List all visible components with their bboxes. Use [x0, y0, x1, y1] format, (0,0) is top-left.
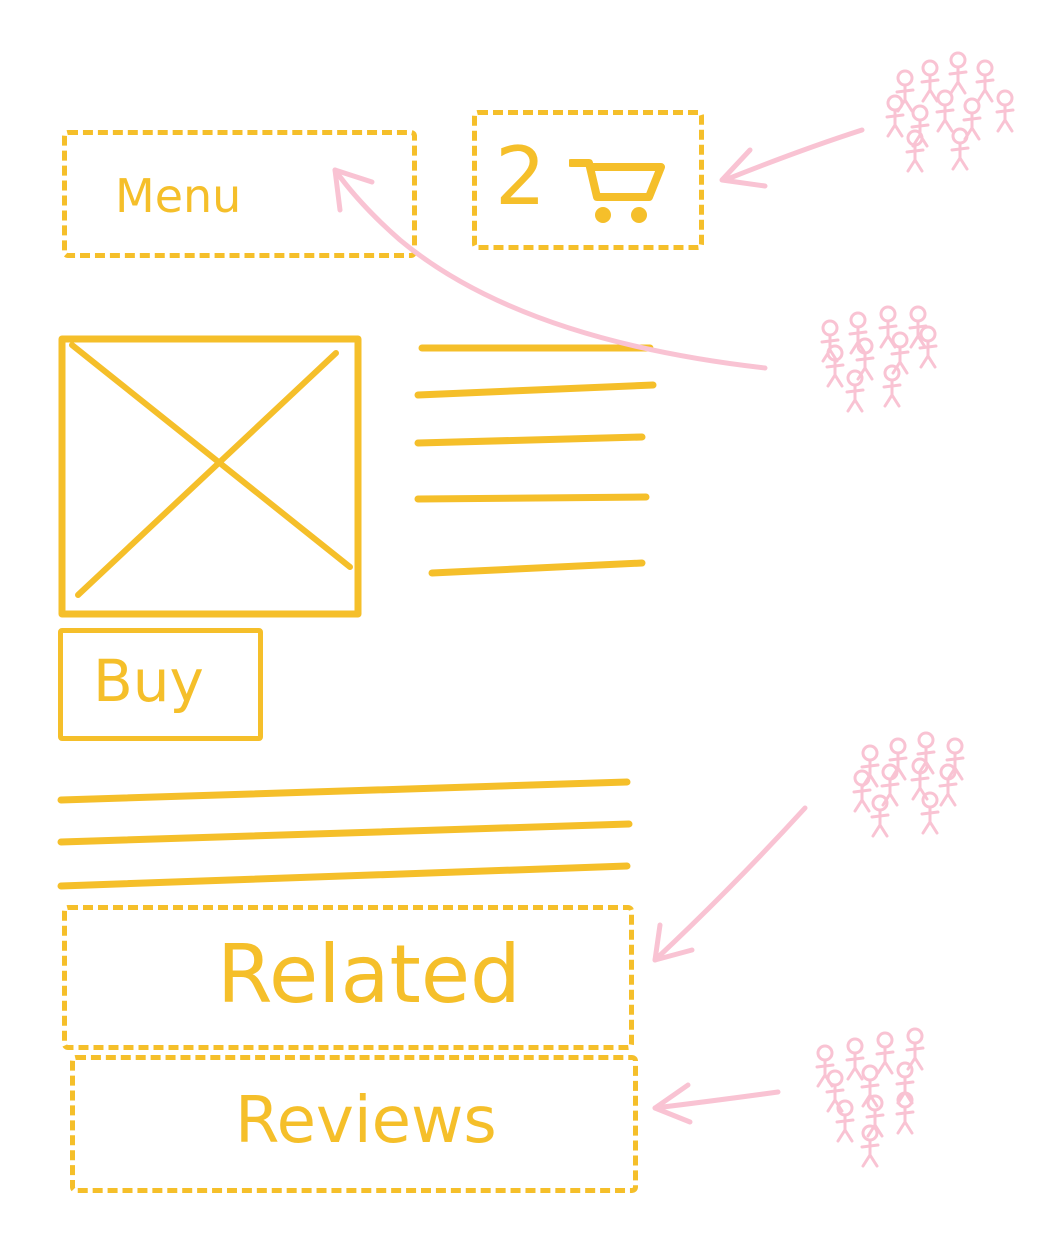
shopping-cart-icon: [569, 159, 665, 223]
buy-button[interactable]: Buy: [58, 628, 263, 741]
related-label: Related: [217, 928, 521, 1021]
description-line: [414, 433, 646, 447]
details-line: [57, 862, 631, 890]
details-line: [57, 778, 631, 804]
reviews-section[interactable]: Reviews: [70, 1055, 638, 1193]
menu-label: Menu: [115, 169, 242, 223]
arrow-to-reviews-icon: [652, 1082, 781, 1125]
image-placeholder-icon: [58, 335, 362, 618]
menu-button[interactable]: Menu: [62, 130, 417, 258]
user-group-icon: [820, 305, 938, 413]
description-line: [428, 559, 646, 577]
arrow-to-cart-icon: [719, 127, 865, 189]
user-group-icon: [815, 1027, 925, 1168]
reviews-label: Reviews: [235, 1084, 497, 1158]
product-image: [58, 325, 363, 620]
description-line: [414, 493, 650, 503]
product-details: [55, 770, 635, 895]
related-section[interactable]: Related: [62, 905, 634, 1050]
buy-label: Buy: [93, 647, 204, 715]
user-group-icon: [885, 51, 1015, 173]
arrow-to-related-icon: [652, 805, 808, 963]
user-group-icon: [852, 731, 965, 838]
cart-button[interactable]: 2: [472, 110, 704, 250]
product-description: [410, 335, 660, 580]
details-line: [57, 820, 633, 846]
cart-count: 2: [495, 130, 546, 223]
description-line: [414, 381, 657, 399]
